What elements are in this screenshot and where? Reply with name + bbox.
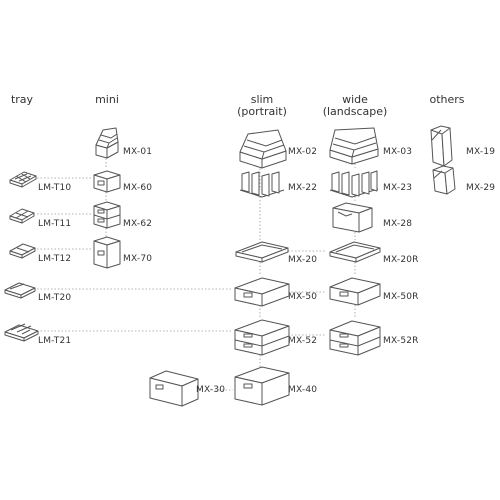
- label-mx-50: MX-50: [288, 292, 318, 302]
- label-lm-t10: LM-T10: [38, 183, 72, 193]
- label-lm-t20: LM-T20: [38, 293, 72, 303]
- label-mx-62: MX-62: [123, 219, 153, 229]
- label-mx-01: MX-01: [123, 147, 153, 157]
- mini-mx-01-icon: [95, 127, 119, 159]
- slim-mx-52-icon: [234, 319, 290, 356]
- wide-mx-52r-icon: [329, 320, 381, 356]
- mini-mx-62-icon: [93, 201, 121, 229]
- label-mx-50r: MX-50R: [383, 292, 419, 302]
- others-mx-29-icon: [432, 165, 456, 195]
- label-mx-02: MX-02: [288, 147, 318, 157]
- slim-mx-20-icon: [235, 241, 289, 263]
- tray-lm-t11-icon: [9, 208, 35, 224]
- tray-lm-t10-icon: [9, 171, 37, 188]
- label-mx-52: MX-52: [288, 336, 318, 346]
- label-mx-40: MX-40: [288, 385, 318, 395]
- tray-lm-t20-icon: [4, 282, 36, 299]
- slim-mx-50-icon: [234, 277, 290, 307]
- tray-lm-t21-icon: [4, 323, 39, 342]
- wide-mx-20r-icon: [329, 241, 381, 263]
- label-mx-19: MX-19: [466, 147, 496, 157]
- mini-mx-70-icon: [93, 236, 121, 269]
- slim-mx-30-icon: [149, 370, 199, 407]
- label-lm-t11: LM-T11: [38, 219, 72, 229]
- label-mx-30: MX-30: [196, 385, 226, 395]
- column-header-mini: mini: [95, 93, 119, 106]
- label-mx-23: MX-23: [383, 183, 413, 193]
- label-mx-29: MX-29: [466, 183, 496, 193]
- label-mx-20: MX-20: [288, 255, 318, 265]
- column-header-slim: slim (portrait): [237, 93, 287, 118]
- slim-mx-02-icon: [239, 129, 287, 169]
- label-mx-22: MX-22: [288, 183, 318, 193]
- column-header-others: others: [429, 93, 465, 106]
- tray-lm-t12-icon: [9, 243, 36, 259]
- column-header-tray: tray: [10, 93, 34, 106]
- label-mx-20r: MX-20R: [383, 255, 419, 265]
- slim-mx-22-icon: [239, 171, 285, 198]
- label-mx-70: MX-70: [123, 254, 153, 264]
- wide-mx-28-icon: [332, 202, 373, 233]
- slim-mx-40-icon: [234, 366, 290, 406]
- label-mx-03: MX-03: [383, 147, 413, 157]
- wide-mx-50r-icon: [329, 277, 381, 306]
- label-lm-t21: LM-T21: [38, 336, 72, 346]
- mini-mx-60-icon: [93, 170, 121, 193]
- wide-mx-23-icon: [329, 170, 379, 198]
- label-mx-52r: MX-52R: [383, 336, 419, 346]
- column-header-wide: wide (landscape): [322, 93, 388, 118]
- label-lm-t12: LM-T12: [38, 254, 72, 264]
- others-mx-19-icon: [430, 125, 453, 167]
- label-mx-28: MX-28: [383, 219, 413, 229]
- wide-mx-03-icon: [329, 127, 379, 165]
- label-mx-60: MX-60: [123, 183, 153, 193]
